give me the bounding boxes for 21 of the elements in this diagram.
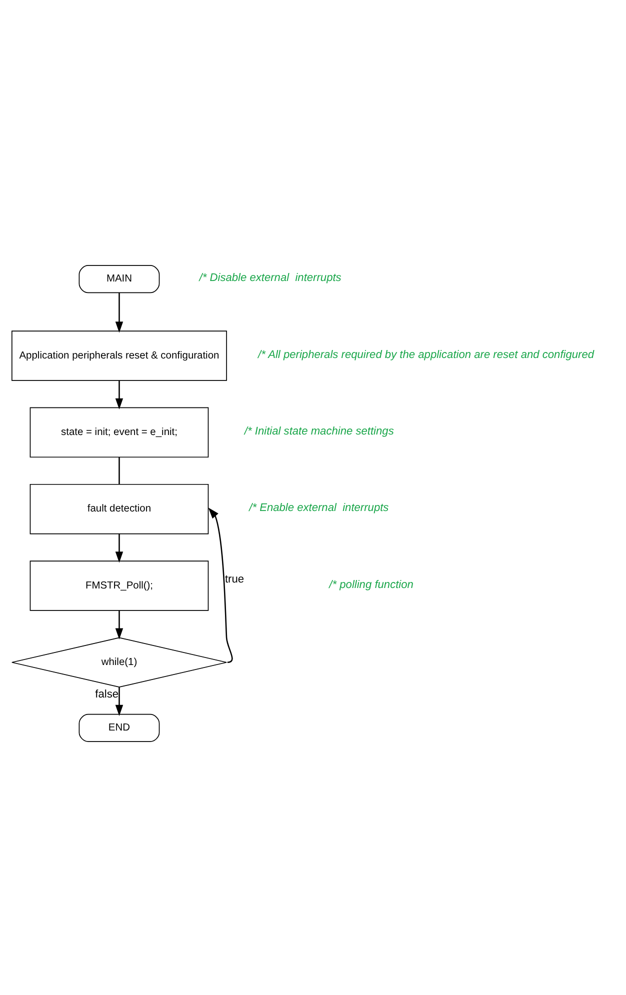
node-box: END [78, 713, 160, 742]
label: /* Enable external interrupts [249, 502, 389, 514]
edge-label: true [224, 572, 244, 585]
edge-label: false [95, 688, 119, 700]
node-box: state = init; event = e_init; [30, 406, 209, 458]
arrow [115, 292, 124, 332]
arrow [115, 686, 124, 716]
node-box: FMSTR_Poll(); [30, 560, 209, 610]
arrow [208, 507, 233, 663]
node-box: MAIN [78, 264, 160, 293]
label: /* Initial state machine settings [244, 424, 394, 437]
connector [118, 456, 120, 484]
node-box: fault detection [30, 483, 209, 534]
arrow [115, 610, 124, 639]
label: /* polling function [329, 578, 414, 590]
label: /* All peripherals required by the application are reset and configured [258, 348, 594, 360]
node-diamond: while(1) [11, 636, 227, 688]
label: /* Disable external interrupts [199, 272, 342, 284]
node-box: Application peripherals reset & configuration [11, 330, 227, 380]
arrow [115, 380, 124, 409]
arrow [115, 534, 124, 562]
